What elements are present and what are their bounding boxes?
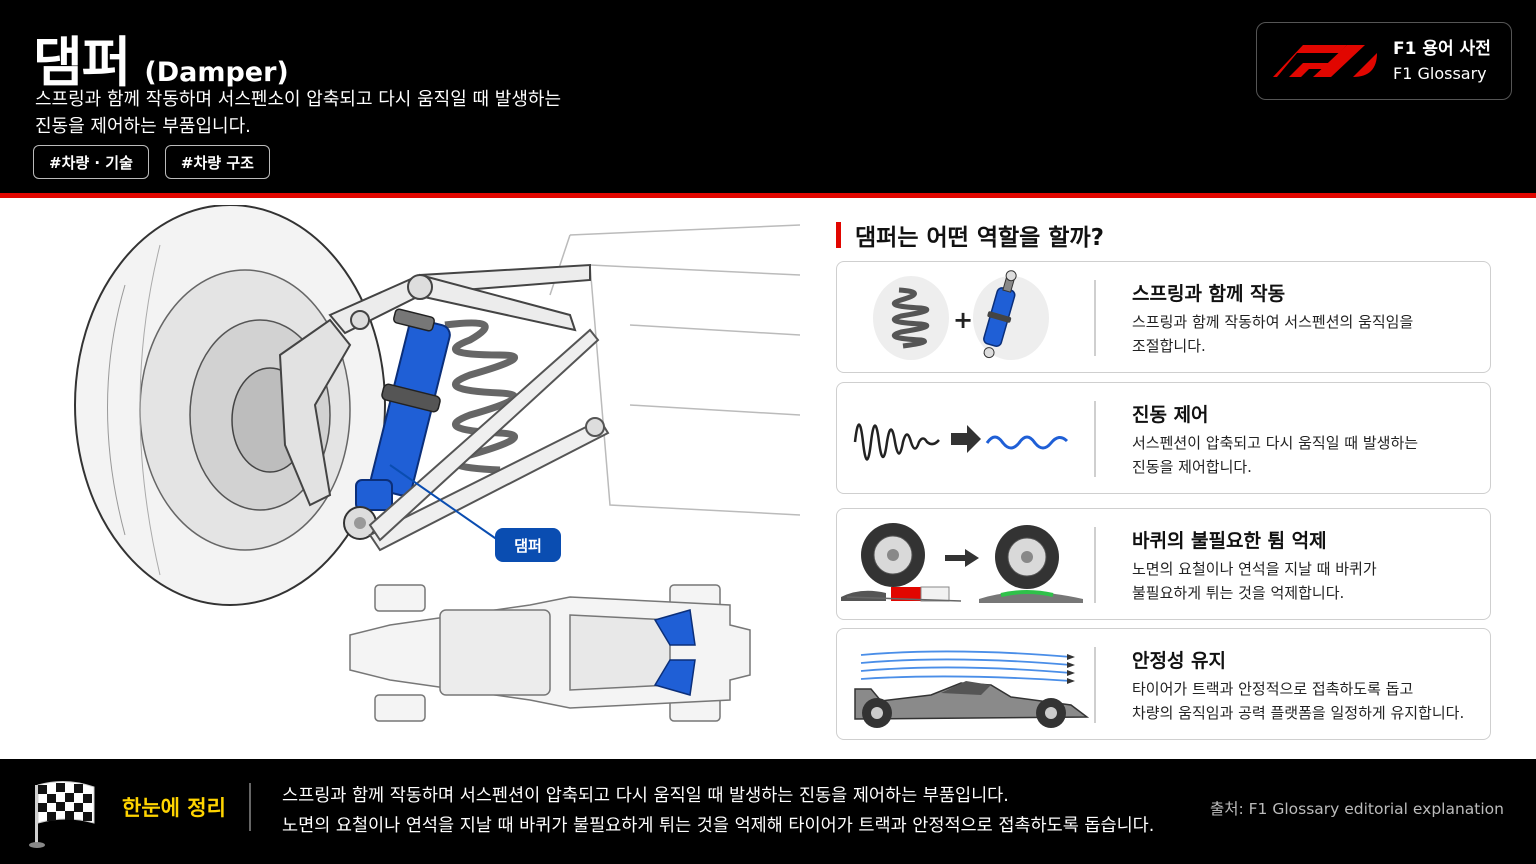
card-description-line: 조절합니다. (1132, 337, 1206, 355)
svg-text:+: + (953, 306, 973, 334)
section-title: 댐퍼는 어떤 역할을 할까? (836, 220, 1104, 251)
chassis-outline (549, 224, 800, 516)
subtitle-line: 스프링과 함께 작동하며 서스펜소이 압축되고 다시 움직일 때 발생하는 (35, 89, 562, 110)
card-heading: 바퀴의 불필요한 튐 억제 (1132, 530, 1327, 552)
title-row: 댐퍼 (Damper) (33, 18, 289, 97)
card-description-line: 서스펜션이 압축되고 다시 움직일 때 발생하는 (1132, 434, 1419, 452)
car-top-view-icon (349, 584, 751, 722)
f1-car-airflow-icon (854, 650, 1089, 728)
spring-icon (444, 319, 518, 474)
card-description: 노면의 요철이나 연석을 지날 때 바퀴가 불필요하게 튀는 것을 억제합니다. (1132, 557, 1482, 605)
card-description-line: 스프링과 함께 작동하여 서스펜션의 움직임을 (1132, 313, 1414, 331)
header: 댐퍼 (Damper) 스프링과 함께 작동하며 서스펜소이 압축되고 다시 움… (0, 0, 1536, 193)
card-description: 스프링과 함께 작동하여 서스펜션의 움직임을 조절합니다. (1132, 310, 1482, 358)
brand-text: F1 용어 사전 F1 Glossary (1393, 36, 1491, 86)
card-description-line: 차량의 움직임과 공력 플랫폼을 일정하게 유지합니다. (1132, 704, 1465, 722)
upright (278, 318, 352, 507)
brand-box: F1 용어 사전 F1 Glossary (1256, 22, 1512, 100)
tag-vehicle-structure[interactable]: #차량 구조 (164, 145, 270, 179)
section-title-bar (836, 222, 841, 248)
page-title: 댐퍼 (33, 31, 131, 94)
card-divider (1094, 647, 1096, 723)
section-title-text: 댐퍼는 어떤 역할을 할까? (855, 225, 1104, 251)
callout-line (389, 464, 506, 546)
brand-title: F1 용어 사전 (1393, 39, 1491, 59)
card-divider (1094, 527, 1096, 603)
tire-bump-icon (841, 523, 1083, 603)
f1-logo-icon (1273, 45, 1377, 77)
tire-icon (74, 205, 386, 606)
card-divider (1094, 280, 1096, 356)
source-credit: 출처: F1 Glossary editorial explanation (1209, 800, 1504, 818)
spring-plus-damper-icon: + (873, 270, 1049, 360)
card-description-line: 불필요하게 튀는 것을 억제합니다. (1132, 584, 1345, 602)
header-accent-bar (0, 193, 1536, 198)
card-heading: 안정성 유지 (1132, 650, 1227, 672)
damper-callout-label: 댐퍼 (495, 528, 561, 562)
wave-damping-icon (853, 423, 1069, 461)
role-card-bounce: 바퀴의 불필요한 튐 억제 노면의 요철이나 연석을 지날 때 바퀴가 불필요하… (836, 508, 1491, 620)
checkered-flag-icon (29, 781, 95, 848)
card-heading: 스프링과 함께 작동 (1132, 283, 1286, 305)
page-title-english: (Damper) (144, 57, 289, 88)
summary-line: 노면의 요철이나 연석을 지날 때 바퀴가 불필요하게 튀는 것을 억제해 타이… (282, 816, 1155, 836)
damper-icon (343, 308, 451, 540)
card-description-line: 노면의 요철이나 연석을 지날 때 바퀴가 (1132, 560, 1377, 578)
suspension-illustration (74, 205, 800, 722)
role-card-stability: 안정성 유지 타이어가 트랙과 안정적으로 접촉하도록 돕고 차량의 움직임과 … (836, 628, 1491, 740)
summary-text: 스프링과 함께 작동하며 서스펜션이 압축되고 다시 움직일 때 발생하는 진동… (282, 781, 1154, 841)
subtitle-line: 진동을 제어하는 부품입니다. (35, 116, 251, 137)
footer-divider (249, 783, 251, 831)
card-divider (1094, 401, 1096, 477)
upper-wishbone (328, 263, 591, 335)
footer-summary: 한눈에 정리 스프링과 함께 작동하며 서스펜션이 압축되고 다시 움직일 때 … (0, 759, 1536, 864)
tag-vehicle-tech[interactable]: #차량 · 기술 (33, 145, 149, 179)
tag-list: #차량 · 기술 #차량 구조 (33, 145, 270, 179)
role-card-vibration: 진동 제어 서스펜션이 압축되고 다시 움직일 때 발생하는 진동을 제어합니다… (836, 382, 1491, 494)
card-heading: 진동 제어 (1132, 404, 1209, 426)
card-description: 타이어가 트랙과 안정적으로 접촉하도록 돕고 차량의 움직임과 공력 플랫폼을… (1132, 677, 1482, 725)
card-description-line: 진동을 제어합니다. (1132, 458, 1252, 476)
brand-subtitle: F1 Glossary (1393, 64, 1487, 83)
card-description: 서스펜션이 압축되고 다시 움직일 때 발생하는 진동을 제어합니다. (1132, 431, 1482, 479)
role-card-spring: + 스프링과 함께 작동 스프링과 함께 작동하여 서스펜션의 움직임을 조절합… (836, 261, 1491, 373)
page-subtitle: 스프링과 함께 작동하며 서스펜소이 압축되고 다시 움직일 때 발생하는 진동… (35, 86, 595, 140)
summary-line: 스프링과 함께 작동하며 서스펜션이 압축되고 다시 움직일 때 발생하는 진동… (282, 786, 1009, 806)
lower-wishbone (368, 328, 610, 552)
card-description-line: 타이어가 트랙과 안정적으로 접촉하도록 돕고 (1132, 680, 1414, 698)
summary-title: 한눈에 정리 (122, 796, 226, 820)
